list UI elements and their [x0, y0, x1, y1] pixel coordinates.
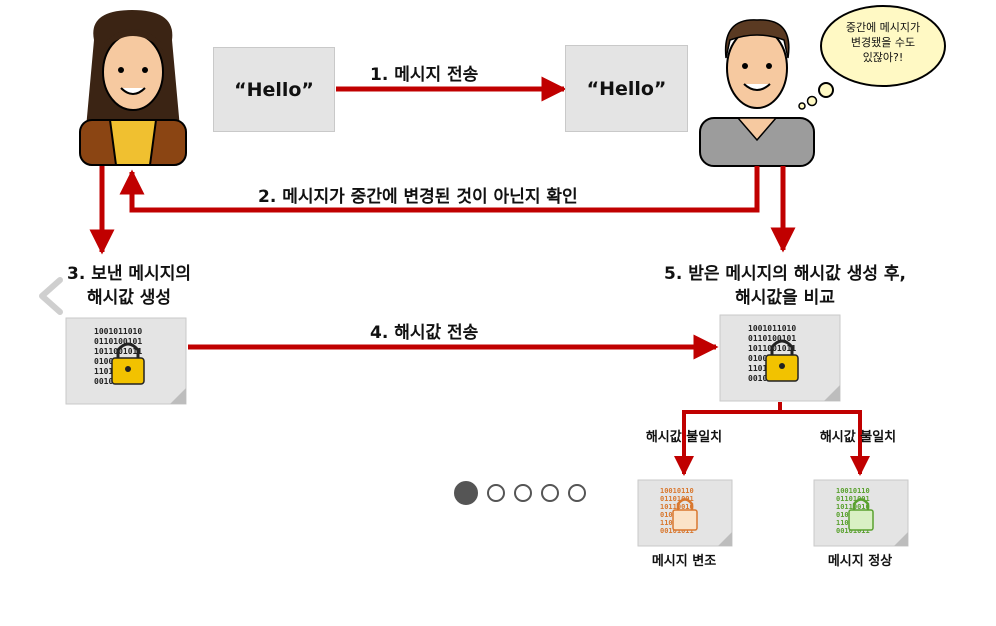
- carousel-dot-3[interactable]: [514, 484, 532, 502]
- thought-bubble: [798, 5, 946, 110]
- receiver-hash-document: 1001011010 0110100101 1011001011 0100110…: [719, 314, 841, 402]
- tampered-result-label: 메시지 변조: [651, 554, 717, 569]
- svg-text:01101001: 01101001: [660, 495, 694, 503]
- step4-label: 4. 해시값 전송: [370, 323, 479, 343]
- carousel-dot-4[interactable]: [541, 484, 559, 502]
- lock-icon: [672, 509, 698, 531]
- thought-text: 중간에 메시지가 변경됐을 수도 있잖아?!: [845, 21, 921, 64]
- svg-text:00101011: 00101011: [660, 527, 694, 535]
- svg-text:00101011: 00101011: [836, 527, 870, 535]
- step1-label: 1. 메시지 전송: [370, 65, 479, 85]
- sender-hash-document: 1001011010 0110100101 1011001011 0100110…: [65, 317, 187, 405]
- svg-text:0110100101: 0110100101: [94, 337, 142, 346]
- svg-text:1001011010: 1001011010: [94, 327, 142, 336]
- carousel-dot-2[interactable]: [487, 484, 505, 502]
- receiver-man-avatar: [699, 19, 815, 167]
- arrow-branch-left: [674, 402, 782, 476]
- sender-woman-avatar: [79, 10, 187, 166]
- step2-label: 2. 메시지가 중간에 변경된 것이 아닌지 확인: [258, 187, 578, 207]
- carousel-pagination: [454, 481, 586, 505]
- svg-text:01101001: 01101001: [836, 495, 870, 503]
- received-message-document: “Hello”: [565, 45, 688, 132]
- svg-text:10010110: 10010110: [660, 487, 694, 495]
- arrow-step2: [119, 166, 760, 213]
- step5-label: 5. 받은 메시지의 해시값 생성 후, 해시값을 비교: [663, 264, 907, 308]
- normal-result-label: 메시지 정상: [827, 554, 893, 569]
- arrow-branch-right: [780, 410, 870, 476]
- received-message-text: “Hello”: [586, 77, 667, 100]
- svg-text:1001011010: 1001011010: [748, 324, 796, 333]
- branch-right-label: 해시값 불일치: [819, 430, 897, 445]
- carousel-dot-5[interactable]: [568, 484, 586, 502]
- sent-message-document: “Hello”: [213, 47, 335, 132]
- carousel-prev-chevron-icon[interactable]: [34, 276, 70, 316]
- sent-message-text: “Hello”: [234, 78, 314, 101]
- step3-label: 3. 보낸 메시지의 해시값 생성: [67, 264, 191, 308]
- lock-icon: [848, 509, 874, 531]
- svg-text:0110100101: 0110100101: [748, 334, 796, 343]
- carousel-dot-1[interactable]: [454, 481, 478, 505]
- svg-text:10010110: 10010110: [836, 487, 870, 495]
- branch-left-label: 해시값 불일치: [645, 430, 723, 445]
